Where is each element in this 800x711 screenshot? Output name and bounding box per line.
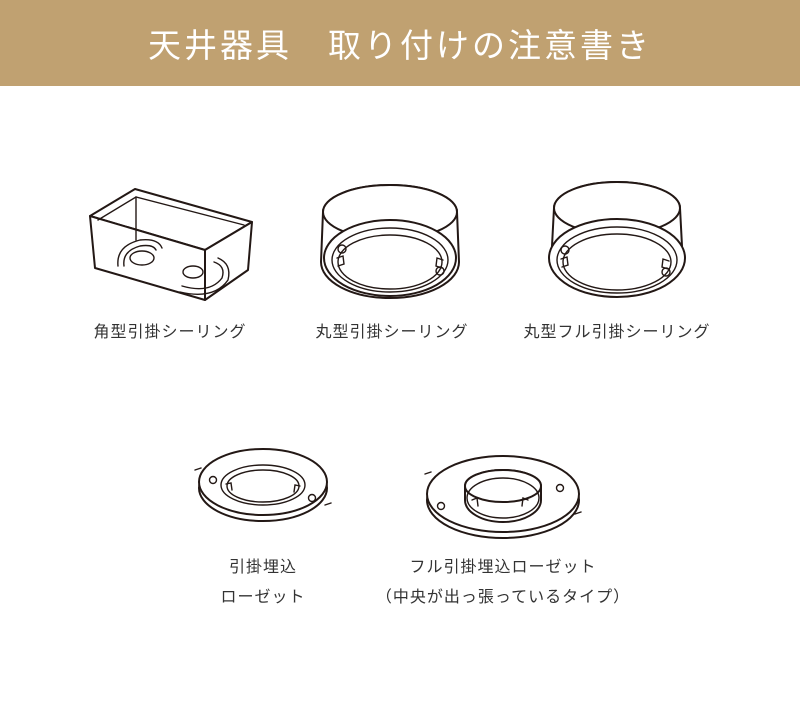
page-header: 天井器具 取り付けの注意書き xyxy=(0,0,800,86)
item-label-line-1: 引掛埋込 xyxy=(228,557,298,576)
item-label: 丸型引掛シーリング xyxy=(315,322,469,341)
item-label-line-2: （中央が出っ張っているタイプ） xyxy=(375,587,631,606)
page-title: 天井器具 取り付けの注意書き xyxy=(148,26,652,65)
item-label-line-2: ローゼット xyxy=(220,587,306,606)
item-label-line-1: フル引掛埋込ローゼット xyxy=(409,557,597,576)
item-label: 角型引掛シーリング xyxy=(93,322,247,341)
item-label: 丸型フル引掛シーリング xyxy=(523,322,711,341)
